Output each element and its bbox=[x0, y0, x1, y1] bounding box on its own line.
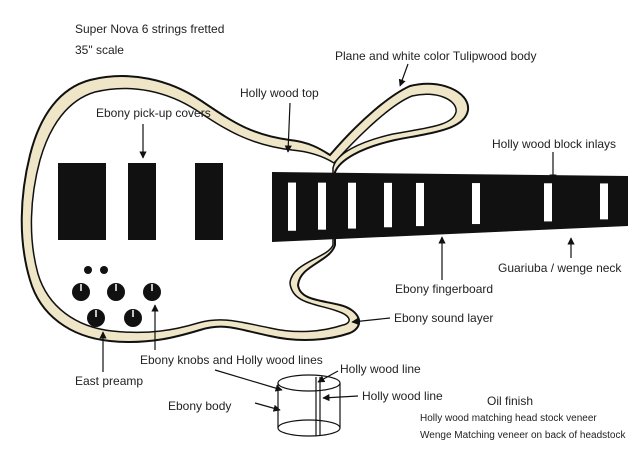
label-knobs: Ebony knobs and Holly wood lines bbox=[140, 353, 323, 367]
label-neck: Guariuba / wenge neck bbox=[498, 261, 622, 275]
callout-arrows bbox=[99, 63, 575, 412]
label-pickup-covers: Ebony pick-up covers bbox=[96, 106, 211, 120]
ebony-fingerboard bbox=[272, 172, 628, 242]
pickup-cover bbox=[195, 163, 223, 240]
label-fingerboard: Ebony fingerboard bbox=[395, 282, 493, 296]
pickup-cover bbox=[58, 163, 106, 240]
holly-inlay bbox=[288, 182, 296, 231]
holly-inlay bbox=[416, 182, 424, 227]
pickups bbox=[58, 163, 223, 240]
switch-dot bbox=[100, 266, 108, 274]
finish-note: Holly wood matching head stock veneer bbox=[420, 413, 597, 424]
neck bbox=[272, 172, 628, 242]
ebony-knob bbox=[124, 309, 142, 327]
inlay-group bbox=[288, 182, 608, 231]
label-inlays: Holly wood block inlays bbox=[492, 137, 616, 151]
holly-inlay bbox=[348, 182, 356, 229]
model-title: Super Nova 6 strings fretted bbox=[75, 22, 224, 36]
holly-inlay bbox=[544, 183, 552, 222]
holly-inlay bbox=[384, 182, 392, 228]
ebony-knob bbox=[72, 283, 90, 301]
pickup-cover bbox=[128, 163, 156, 240]
label-sound-layer: Ebony sound layer bbox=[394, 311, 493, 325]
label-body-section: Ebony body bbox=[168, 399, 231, 413]
ebony-knob bbox=[107, 283, 125, 301]
label-top: Holly wood top bbox=[240, 86, 319, 100]
label-preamp: East preamp bbox=[75, 374, 143, 388]
holly-inlay bbox=[472, 183, 480, 225]
ebony-knob bbox=[143, 283, 161, 301]
label-body-wood: Plane and white color Tulipwood body bbox=[335, 49, 536, 63]
body-cross-section bbox=[277, 374, 341, 437]
scale-label: 35" scale bbox=[75, 43, 124, 57]
ebony-knob bbox=[87, 309, 105, 327]
holly-inlay bbox=[318, 182, 326, 230]
label-holly-line-upper: Holly wood line bbox=[340, 362, 421, 376]
guitar-body bbox=[20, 75, 470, 343]
switch-dot bbox=[84, 266, 92, 274]
finish-title: Oil finish bbox=[487, 394, 533, 408]
label-holly-line-lower: Holly wood line bbox=[362, 389, 443, 403]
finish-note: Wenge Matching veneer on back of headsto… bbox=[420, 430, 626, 441]
holly-inlay bbox=[600, 183, 608, 220]
knobs bbox=[72, 266, 161, 327]
holly-wood-top bbox=[30, 87, 457, 334]
